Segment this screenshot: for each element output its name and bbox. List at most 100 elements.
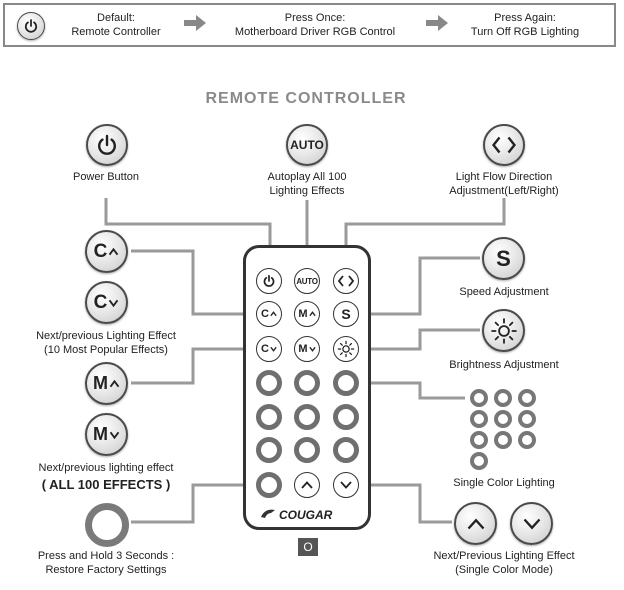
single-color-label: Single Color Lighting xyxy=(453,477,555,489)
indicator-text: O xyxy=(303,540,313,554)
remote-color-button[interactable] xyxy=(256,437,282,463)
m-down-icon: M xyxy=(93,424,120,445)
connector-lightflow xyxy=(344,198,506,264)
all-effects-label: Next/previous lighting effect ( ALL 100 … xyxy=(39,461,174,493)
remote-color-button[interactable] xyxy=(333,370,359,396)
lightflow-label: Light Flow Direction Adjustment(Left/Rig… xyxy=(449,170,558,198)
auto-icon: AUTO xyxy=(290,138,324,152)
ten-effects-label-line2: (10 Most Popular Effects) xyxy=(44,344,168,356)
remote-auto-button[interactable]: AUTO xyxy=(294,268,320,294)
brand-text: COUGAR xyxy=(279,508,333,522)
all-effects-label-line2: ( ALL 100 EFFECTS ) xyxy=(41,477,171,492)
c-letter: C xyxy=(93,240,108,262)
autoplay-label: Autoplay All 100 Lighting Effects xyxy=(268,170,347,198)
color-ring xyxy=(518,410,536,428)
m-down-icon: M xyxy=(298,343,316,355)
power-icon xyxy=(98,134,116,155)
step3-text: Press Again: Turn Off RGB Lighting xyxy=(455,11,595,39)
lightflow-button xyxy=(483,124,525,166)
c-letter: C xyxy=(261,343,269,355)
auto-icon: AUTO xyxy=(296,276,318,286)
cougar-logo: COUGAR xyxy=(261,508,333,522)
remote-m-up-button[interactable]: M xyxy=(294,301,320,327)
remote-color-button[interactable] xyxy=(294,370,320,396)
brightness-icon xyxy=(490,317,517,344)
c-up-button: C xyxy=(85,230,128,273)
remote-up-button[interactable] xyxy=(294,472,320,498)
color-ring xyxy=(494,410,512,428)
remote-down-button[interactable] xyxy=(333,472,359,498)
color-ring xyxy=(470,410,488,428)
m-down-button: M xyxy=(85,413,128,456)
remote-color-button[interactable] xyxy=(333,404,359,430)
page-title: REMOTE CONTROLLER xyxy=(205,90,407,107)
connector-restore xyxy=(131,483,250,524)
mode-sequence-bar xyxy=(3,3,616,47)
step1-label: Remote Controller xyxy=(71,26,161,38)
restore-label-line1: Press and Hold 3 Seconds : xyxy=(37,550,175,562)
step1-text: Default: Remote Controller xyxy=(56,11,176,39)
color-ring xyxy=(470,431,488,449)
remote-power-button[interactable] xyxy=(256,268,282,294)
power-label: Power Button xyxy=(72,171,140,183)
power-icon xyxy=(24,19,38,33)
speed-icon: S xyxy=(496,245,511,271)
single-mode-label: Next/Previous Lighting Effect (Single Co… xyxy=(433,549,574,577)
remote-color-button[interactable] xyxy=(294,437,320,463)
speed-label: Speed Adjustment xyxy=(459,286,549,298)
remote-color-button[interactable] xyxy=(256,404,282,430)
m-letter: M xyxy=(93,424,108,444)
down-arrow-icon xyxy=(523,518,540,530)
remote-lightflow-button[interactable] xyxy=(333,268,359,294)
m-up-button: M xyxy=(85,362,128,405)
restore-button xyxy=(85,503,129,547)
color-ring xyxy=(518,389,536,407)
speed-button: S xyxy=(482,237,525,280)
speed-icon: S xyxy=(341,306,351,322)
autoplay-label-line2: Lighting Effects xyxy=(269,185,345,197)
step2-title: Press Once: xyxy=(284,12,346,24)
remote-c-up-button[interactable]: C xyxy=(256,301,282,327)
arrow-right-icon xyxy=(426,15,448,31)
power-icon xyxy=(263,274,275,287)
c-up-icon: C xyxy=(94,241,120,263)
down-arrow-icon xyxy=(340,481,352,489)
connector-speed xyxy=(362,256,480,316)
m-up-icon: M xyxy=(93,373,120,394)
single-mode-label-line1: Next/Previous Lighting Effect xyxy=(433,550,575,562)
connector-power xyxy=(104,198,272,264)
remote-speed-button[interactable]: S xyxy=(333,301,359,327)
remote-color-button[interactable] xyxy=(294,404,320,430)
remote-color-button[interactable] xyxy=(256,370,282,396)
c-up-icon: C xyxy=(261,308,277,320)
restore-label: Press and Hold 3 Seconds : Restore Facto… xyxy=(38,549,174,577)
c-letter: C xyxy=(261,308,269,320)
c-down-icon: C xyxy=(94,292,120,314)
arrow-right-icon xyxy=(184,15,206,31)
remote-restore-button[interactable] xyxy=(256,472,282,498)
single-mode-label-line2: (Single Color Mode) xyxy=(455,564,553,576)
header-power-button xyxy=(17,12,45,40)
remote-m-down-button[interactable]: M xyxy=(294,336,320,362)
step1-title: Default: xyxy=(97,12,135,24)
autoplay-button: AUTO xyxy=(286,124,328,166)
next-effect-down-button xyxy=(510,502,553,545)
step2-text: Press Once: Motherboard Driver RGB Contr… xyxy=(215,11,415,39)
color-ring xyxy=(470,389,488,407)
m-letter: M xyxy=(93,373,108,393)
power-button xyxy=(86,124,128,166)
remote-brightness-button[interactable] xyxy=(333,336,359,362)
brightness-button xyxy=(482,309,525,352)
connector-m xyxy=(131,347,291,385)
autoplay-label-line1: Autoplay All 100 xyxy=(267,171,347,183)
brightness-label: Brightness Adjustment xyxy=(449,359,559,371)
all-effects-label-line1: Next/previous lighting effect xyxy=(38,462,174,474)
connector-arrows xyxy=(362,483,452,524)
color-ring xyxy=(494,431,512,449)
brightness-icon xyxy=(337,340,355,358)
up-arrow-icon xyxy=(301,481,313,489)
c-down-icon: C xyxy=(261,343,277,355)
remote-color-button[interactable] xyxy=(333,437,359,463)
c-letter: C xyxy=(93,291,108,313)
remote-c-down-button[interactable]: C xyxy=(256,336,282,362)
